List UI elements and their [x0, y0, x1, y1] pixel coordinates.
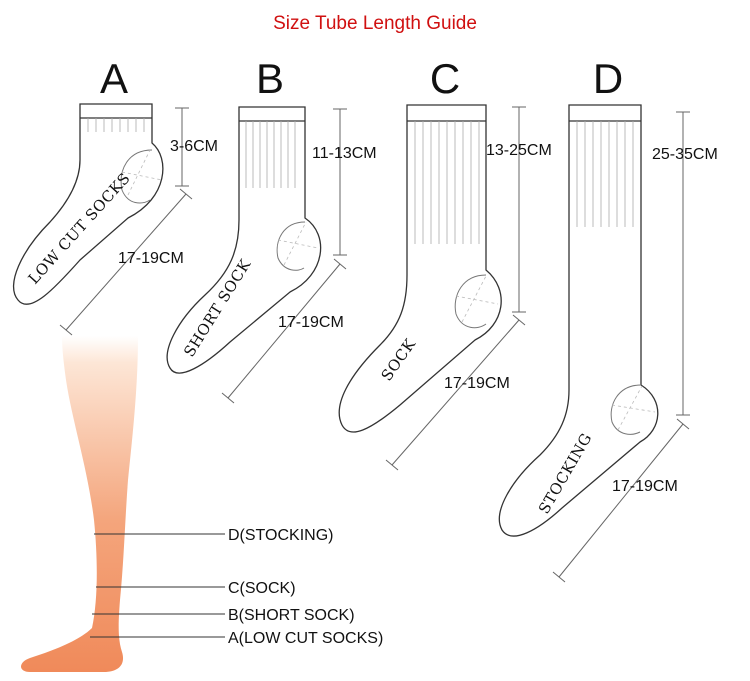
sock-b-foot-measure — [221, 258, 347, 404]
leg-silhouette — [21, 336, 138, 672]
sock-c-tube-measure — [512, 106, 526, 313]
sock-letter-d: D — [593, 55, 623, 102]
sock-c-foot-measure — [385, 314, 526, 471]
sock-a-foot-length: 17-19CM — [118, 250, 184, 267]
legend-sock: C(SOCK) — [228, 580, 296, 597]
sock-d-ribbing — [576, 121, 634, 227]
sock-d-heel — [610, 384, 642, 435]
sock-letter-c: C — [430, 55, 460, 102]
sock-b-heel — [276, 221, 306, 271]
sock-letter-b: B — [256, 55, 284, 102]
sock-b: SHORT SOCK 11-13CM 17-19CM — [166, 106, 377, 404]
sock-b-tube-measure — [333, 108, 347, 256]
sock-c-ribbing — [414, 121, 480, 244]
sock-c-foot-length: 17-19CM — [444, 375, 510, 392]
sock-b-ribbing — [245, 121, 296, 188]
sock-a-tube-measure — [175, 107, 189, 187]
sock-d-outline — [498, 104, 659, 537]
sock-d-foot-length: 17-19CM — [612, 478, 678, 495]
sock-c-heel — [454, 274, 487, 329]
sock-d-tube-length: 25-35CM — [652, 146, 718, 163]
sock-letter-a: A — [100, 55, 128, 102]
legend-stocking: D(STOCKING) — [228, 527, 333, 544]
page-title: Size Tube Length Guide — [273, 13, 477, 34]
sock-a-heel — [120, 149, 153, 204]
sock-a-tube-length: 3-6CM — [170, 138, 218, 155]
sock-d-tube-measure — [676, 111, 690, 416]
sock-c-outline — [338, 104, 502, 433]
legend-low-cut-socks: A(LOW CUT SOCKS) — [228, 630, 383, 647]
sock-b-foot-length: 17-19CM — [278, 314, 344, 331]
sock-c: SOCK 13-25CM 17-19CM — [338, 104, 552, 471]
sock-b-tube-length: 11-13CM — [312, 145, 377, 162]
sock-a-ribbing — [87, 118, 145, 132]
legend-short-sock: B(SHORT SOCK) — [228, 607, 355, 624]
sock-a-foot-measure — [59, 188, 193, 336]
sock-a: LOW CUT SOCKS 3-6CM 17-19CM — [12, 103, 218, 336]
sock-c-tube-length: 13-25CM — [486, 142, 552, 159]
sock-d: STOCKING 25-35CM 17-19CM — [498, 104, 718, 583]
sock-d-foot-measure — [552, 418, 690, 583]
sock-a-outline — [12, 103, 164, 305]
sock-b-outline — [166, 106, 322, 374]
